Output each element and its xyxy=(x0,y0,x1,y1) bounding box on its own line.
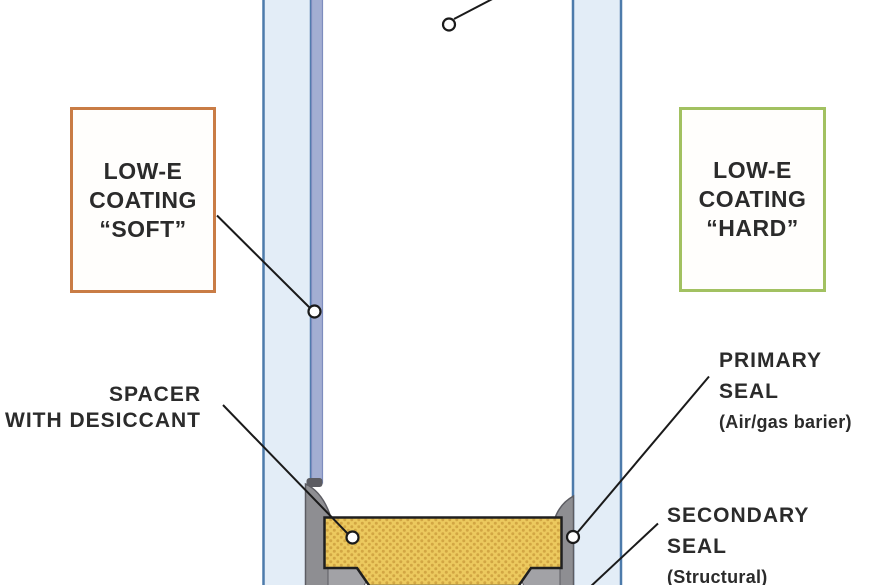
fill-pointer-line xyxy=(453,0,493,20)
low-e-soft-line1: LOW-E xyxy=(103,157,183,184)
spacer-pointer-dot xyxy=(345,530,360,545)
low-e-hard-line3: “HARD” xyxy=(706,215,799,241)
coating-end-cap xyxy=(306,478,323,487)
primary-seal-label: PRIMARY SEAL (Air/gas barier) xyxy=(719,345,852,438)
soft-coating-pointer-line xyxy=(216,214,312,310)
low-e-hard-label-box: LOW-E COATING “HARD” xyxy=(679,107,826,292)
soft-coating-strip xyxy=(310,0,324,484)
primary-seal-pointer-dot xyxy=(565,529,581,545)
glass-pane-right xyxy=(571,0,623,585)
spacer-bar xyxy=(323,516,563,585)
low-e-soft-line3: “SOFT” xyxy=(99,215,187,242)
low-e-soft-line2: COATING xyxy=(89,186,197,213)
spacer-label-line1: SPACER xyxy=(109,383,201,406)
fill-pointer-dot xyxy=(441,17,457,32)
secondary-seal-line1: SECONDARY xyxy=(667,504,810,527)
primary-seal-pointer-line xyxy=(576,375,710,534)
secondary-seal-pointer-line xyxy=(590,522,659,585)
spacer-label-line2: WITH DESICCANT xyxy=(5,409,201,432)
secondary-seal-note: (Structural) xyxy=(667,567,768,585)
low-e-hard-line1: LOW-E xyxy=(713,157,792,183)
glass-pane-left xyxy=(262,0,313,585)
low-e-soft-label-box: LOW-E COATING “SOFT” xyxy=(70,107,216,293)
primary-seal-line1: PRIMARY xyxy=(719,349,823,372)
secondary-seal-label: SECONDARY SEAL (Structural) xyxy=(667,500,809,585)
soft-coating-pointer-dot xyxy=(307,304,322,319)
primary-seal-note: (Air/gas barier) xyxy=(719,412,852,432)
secondary-seal-line2: SEAL xyxy=(667,535,728,558)
spacer-label: SPACER WITH DESICCANT xyxy=(0,382,201,434)
primary-seal-line2: SEAL xyxy=(719,380,780,403)
spacer-pointer-line xyxy=(222,404,350,536)
low-e-hard-line2: COATING xyxy=(698,186,807,212)
